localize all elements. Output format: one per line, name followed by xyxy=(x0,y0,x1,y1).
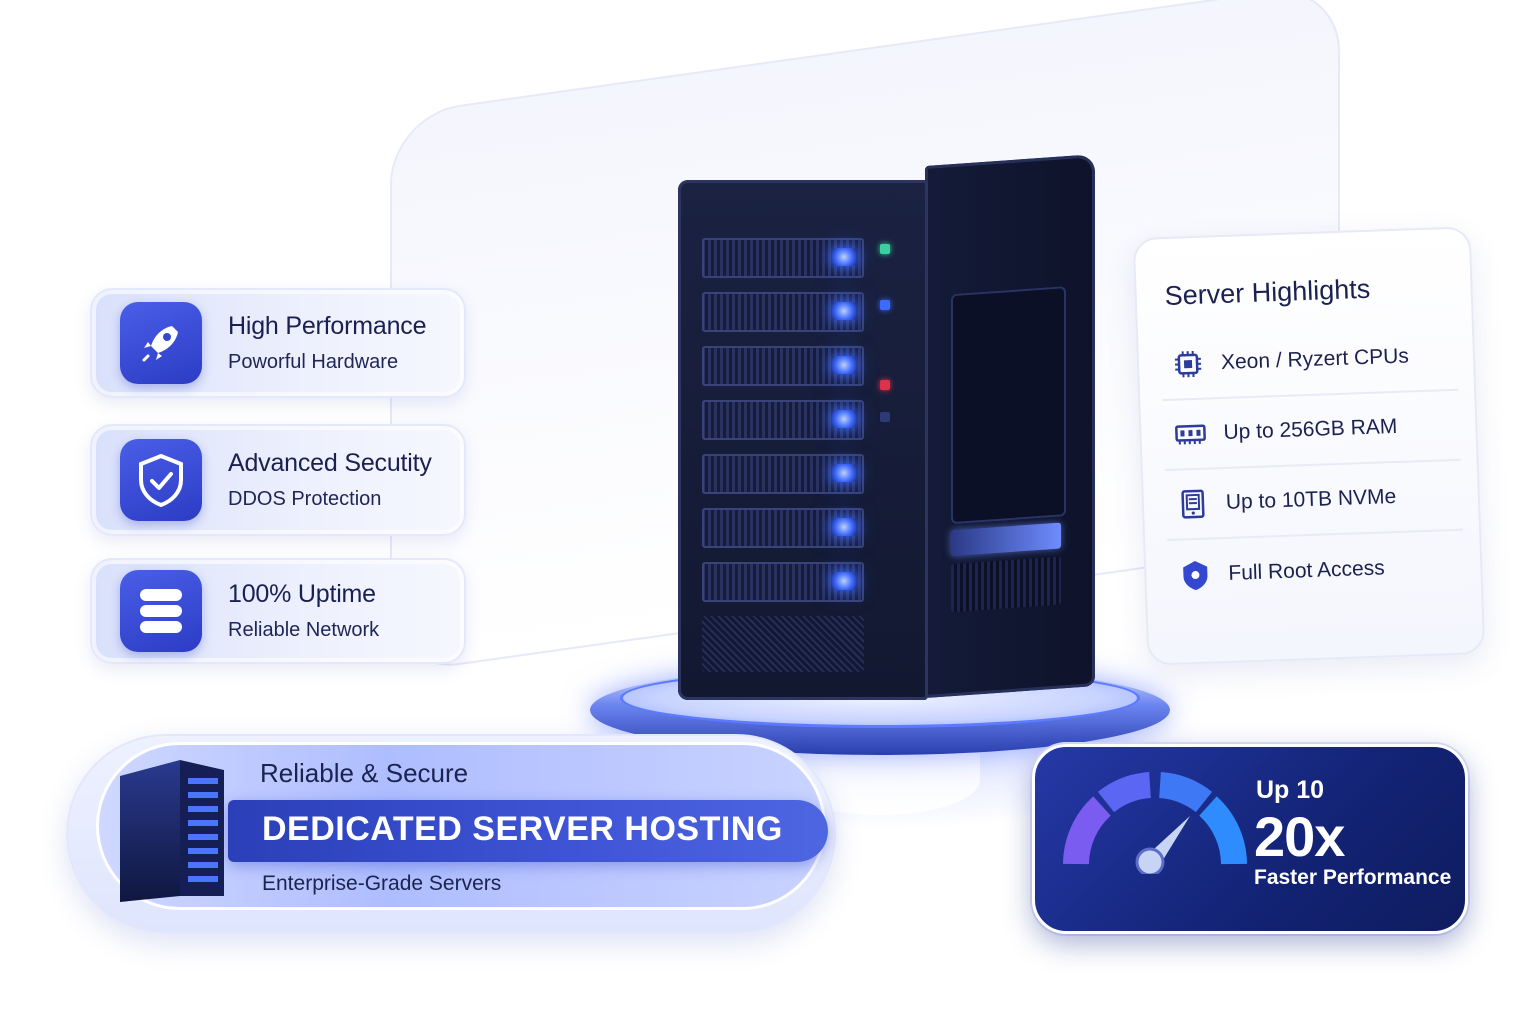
feature-title: 100% Uptime xyxy=(228,580,376,608)
server-tower-illustration xyxy=(560,154,1200,830)
server-thumbnail xyxy=(118,756,226,906)
feature-card-uptime: 100% Uptime Reliable Network xyxy=(90,558,466,664)
drive-bay xyxy=(702,508,864,548)
highlight-label: Up to 10TB NVMe xyxy=(1225,484,1397,514)
led-indicator xyxy=(832,572,856,590)
alert-led xyxy=(880,380,890,390)
highlight-item: Up to 256GB RAM xyxy=(1162,390,1461,472)
led-indicator xyxy=(832,464,856,482)
drive-bay xyxy=(702,346,864,386)
banner-title: DEDICATED SERVER HOSTING xyxy=(262,810,783,848)
led-indicator xyxy=(832,410,856,428)
drive-bay xyxy=(702,454,864,494)
led-indicator xyxy=(832,518,856,536)
cpu-icon xyxy=(1171,349,1206,380)
feature-title: Advanced Secutity xyxy=(228,449,432,477)
highlights-title: Server Highlights xyxy=(1164,273,1371,311)
led-indicator xyxy=(832,302,856,320)
drive-bay xyxy=(702,238,864,278)
drive-bay xyxy=(702,292,864,332)
highlight-item: Full Root Access xyxy=(1167,531,1465,611)
side-vent xyxy=(951,556,1061,613)
tower-side-panel xyxy=(925,154,1095,699)
feature-subtitle: DDOS Protection xyxy=(228,488,382,510)
reset-button xyxy=(880,412,890,422)
tower-front xyxy=(678,180,928,700)
front-vent xyxy=(702,616,864,672)
side-badge xyxy=(951,522,1061,557)
feature-card-security: Advanced Secutity DDOS Protection xyxy=(90,424,466,536)
banner-eyebrow: Reliable & Secure xyxy=(260,758,469,788)
highlight-label: Up to 256GB RAM xyxy=(1223,414,1398,444)
feature-subtitle: Poworful Hardware xyxy=(228,351,399,373)
feature-subtitle: Reliable Network xyxy=(228,619,380,641)
ram-icon xyxy=(1173,419,1208,450)
rocket-icon xyxy=(120,302,202,384)
highlight-item: Xeon / Ryzert CPUs xyxy=(1159,320,1459,402)
server-highlights-panel: Server Highlights Xeon / Ryzert CPUs Up … xyxy=(1132,226,1486,666)
performance-prefix: Up 10 xyxy=(1256,776,1325,804)
highlight-item: Up to 10TB NVMe xyxy=(1164,460,1464,542)
drive-bay xyxy=(702,562,864,602)
performance-label: Faster Performance xyxy=(1254,866,1452,889)
banner-title-stripe xyxy=(228,800,828,862)
speedometer-icon xyxy=(1062,764,1248,877)
banner-subtitle: Enterprise-Grade Servers xyxy=(262,872,502,895)
led-indicator xyxy=(832,356,856,374)
performance-card xyxy=(1032,744,1468,934)
drive-bay xyxy=(702,400,864,440)
storage-icon xyxy=(1175,489,1210,520)
shield-check-icon xyxy=(120,439,202,521)
side-window xyxy=(951,286,1066,525)
status-led xyxy=(880,300,890,310)
led-indicator xyxy=(832,248,856,266)
power-led xyxy=(880,244,890,254)
feature-title: High Performance xyxy=(228,312,427,340)
feature-card-performance: High Performance Poworful Hardware xyxy=(90,288,466,398)
highlight-label: Full Root Access xyxy=(1227,556,1386,585)
database-icon xyxy=(120,570,202,652)
shield-icon xyxy=(1178,559,1213,591)
performance-value: 20x xyxy=(1254,805,1345,868)
highlight-label: Xeon / Ryzert CPUs xyxy=(1220,344,1410,375)
